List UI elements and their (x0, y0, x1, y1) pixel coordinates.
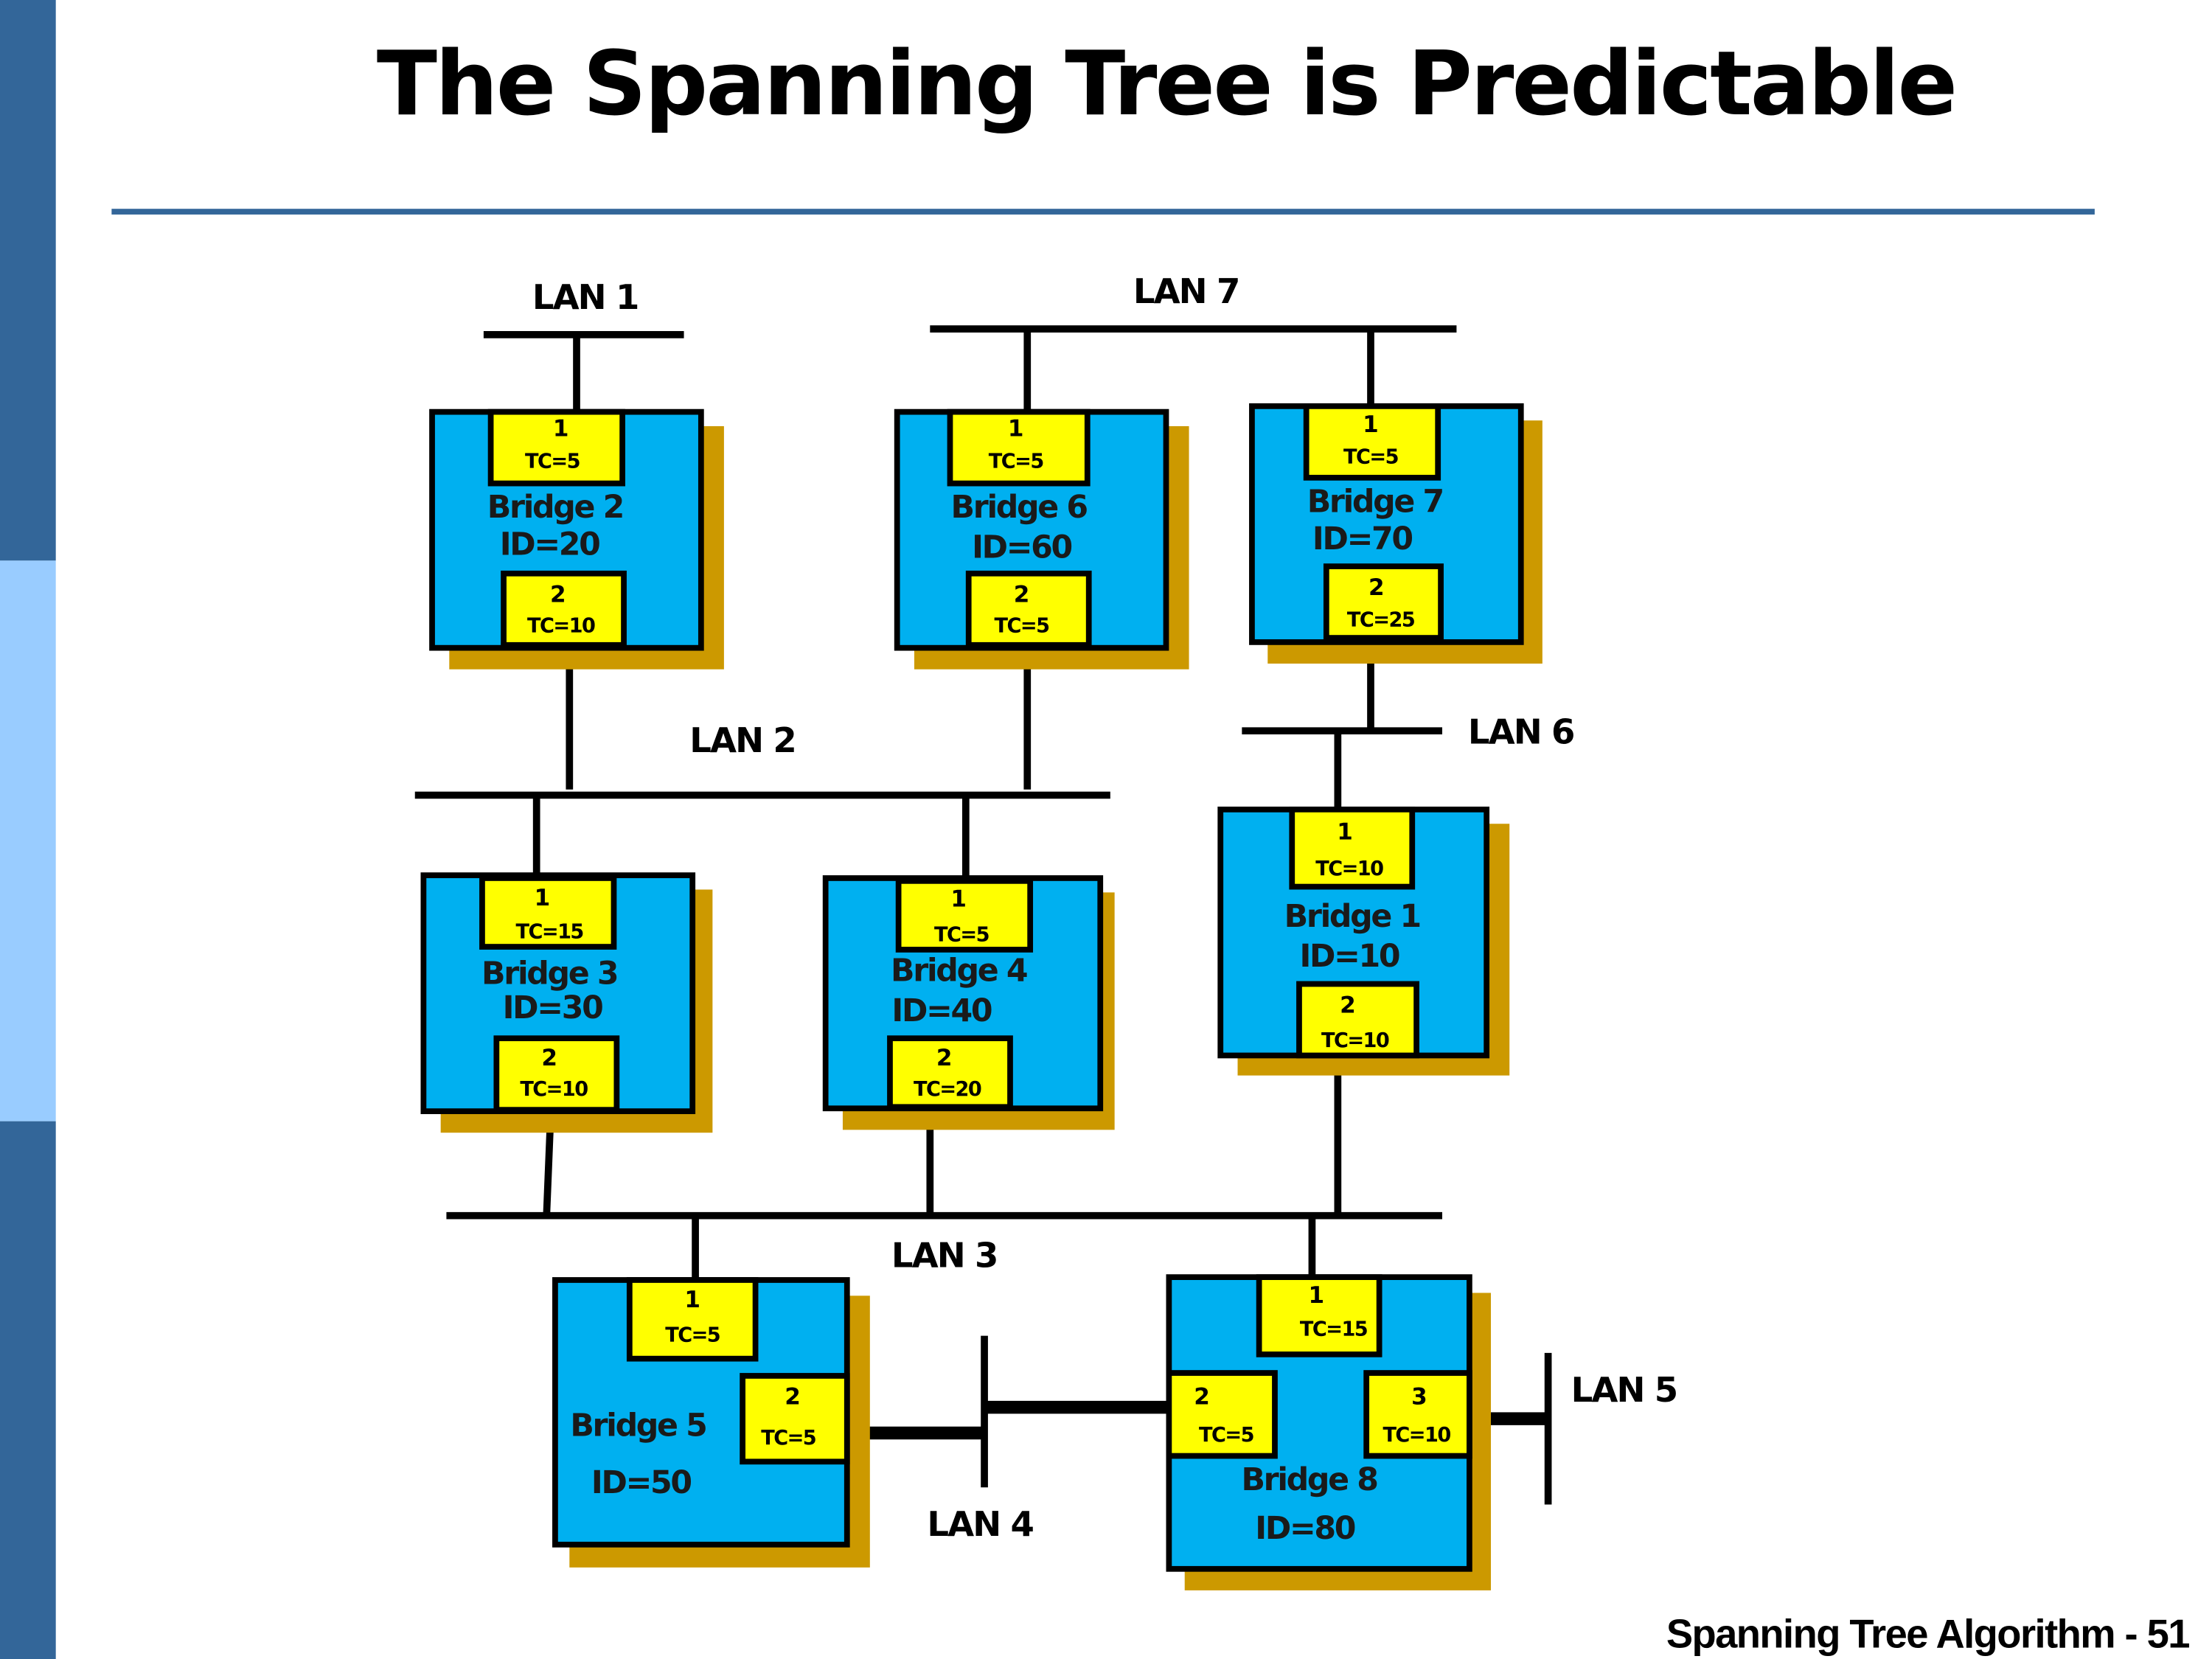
sidebar (0, 0, 56, 1659)
svg-text:TC=5: TC=5 (525, 450, 580, 473)
bridge-6-port-1[interactable] (947, 408, 1091, 487)
lan2-label: LAN 2 (689, 720, 796, 760)
bridge-5-id: ID=50 (591, 1464, 691, 1501)
svg-text:TC=5: TC=5 (1343, 445, 1398, 468)
svg-text:TC=5: TC=5 (934, 923, 989, 946)
svg-text:TC=5: TC=5 (989, 450, 1043, 473)
bridge-3-name: Bridge 3 (481, 955, 617, 992)
bridge-4-id: ID=40 (891, 992, 991, 1029)
bridge-6[interactable]: 1 TC=5 Bridge 6 ID=60 2 TC=5 (894, 408, 1189, 669)
bridge-2-id: ID=20 (500, 526, 599, 563)
svg-text:TC=5: TC=5 (1199, 1424, 1253, 1447)
svg-text:TC=10: TC=10 (527, 614, 595, 637)
bridge-7[interactable]: 1 TC=5 Bridge 7 ID=70 2 TC=25 (1249, 403, 1543, 664)
svg-text:TC=5: TC=5 (761, 1427, 815, 1450)
bridge-5-port-1[interactable] (626, 1277, 759, 1362)
lan7-label: LAN 7 (1133, 271, 1239, 311)
bridge-8[interactable]: 1 TC=15 2 TC=5 3 TC=10 Bridge 8 ID=80 (1166, 1274, 1491, 1590)
svg-text:3: 3 (1411, 1384, 1427, 1411)
svg-text:1: 1 (1008, 416, 1024, 442)
bridge-1-id: ID=10 (1299, 938, 1399, 975)
bridge-2-name: Bridge 2 (487, 489, 623, 526)
bridge-8-port-2[interactable] (1166, 1370, 1278, 1459)
sidebar-top-band (0, 0, 56, 561)
bridge-8-name: Bridge 8 (1241, 1461, 1377, 1498)
bridge-3[interactable]: 1 TC=15 Bridge 3 ID=30 2 TC=10 (420, 872, 713, 1133)
slide-footer: Spanning Tree Algorithm - 51 (1666, 1611, 2189, 1656)
svg-text:TC=10: TC=10 (1382, 1424, 1450, 1447)
svg-text:2: 2 (1194, 1384, 1210, 1411)
bridge-5[interactable]: 1 TC=5 2 TC=5 Bridge 5 ID=50 (552, 1277, 870, 1568)
bridge-6-id: ID=60 (972, 529, 1071, 566)
svg-text:1: 1 (553, 416, 569, 442)
lan1-label: LAN 1 (532, 277, 639, 317)
bridge-8-port-1[interactable] (1256, 1274, 1382, 1357)
bridge-7-id: ID=70 (1312, 521, 1412, 557)
bridge-1-name: Bridge 1 (1284, 898, 1420, 935)
svg-text:TC=15: TC=15 (1300, 1318, 1367, 1341)
lan4-label: LAN 4 (927, 1504, 1033, 1544)
svg-text:TC=15: TC=15 (516, 920, 583, 943)
svg-text:1: 1 (684, 1287, 700, 1313)
bridge-4-port-1[interactable] (895, 877, 1034, 953)
bridge-8-port-3[interactable] (1363, 1370, 1472, 1459)
bridge-2-port-2[interactable] (501, 570, 627, 648)
svg-text:2: 2 (936, 1045, 953, 1071)
svg-text:2: 2 (541, 1045, 557, 1071)
svg-text:2: 2 (550, 582, 566, 608)
bridge-7-name: Bridge 7 (1307, 483, 1443, 520)
slide-title: The Spanning Tree is Predictable (377, 32, 1955, 136)
svg-text:1: 1 (1363, 411, 1379, 438)
svg-text:1: 1 (950, 886, 967, 913)
svg-text:2: 2 (785, 1384, 801, 1411)
bridge-4[interactable]: 1 TC=5 Bridge 4 ID=40 2 TC=20 (822, 875, 1115, 1130)
svg-text:1: 1 (1308, 1282, 1324, 1309)
bridge-5-port-2[interactable] (740, 1373, 850, 1465)
bridge-8-id: ID=80 (1255, 1510, 1354, 1547)
svg-text:2: 2 (1340, 992, 1356, 1018)
bridge-3-id: ID=30 (503, 990, 602, 1026)
svg-text:TC=20: TC=20 (914, 1078, 981, 1101)
bridge-4-port-2[interactable] (887, 1035, 1013, 1110)
svg-text:TC=25: TC=25 (1347, 609, 1414, 632)
bridge-1[interactable]: 1 TC=10 Bridge 1 ID=10 2 TC=10 (1217, 806, 1510, 1076)
bridge-6-name: Bridge 6 (951, 489, 1088, 526)
lan6-label: LAN 6 (1468, 712, 1574, 752)
links (532, 329, 1548, 1440)
svg-text:TC=5: TC=5 (665, 1324, 720, 1346)
svg-text:TC=10: TC=10 (1315, 858, 1383, 880)
bridge-3-port-2[interactable] (493, 1035, 620, 1113)
bridge-7-port-2[interactable] (1323, 563, 1444, 641)
title-divider (111, 209, 2095, 215)
svg-text:2: 2 (1368, 574, 1385, 601)
bridge-3-port-1[interactable] (479, 875, 617, 950)
sidebar-middle-band (0, 560, 56, 1121)
sidebar-bottom-band (0, 1121, 56, 1659)
lan5-label: LAN 5 (1571, 1370, 1677, 1410)
bridge-2-port-1[interactable] (487, 408, 625, 487)
svg-text:1: 1 (1337, 819, 1353, 846)
bridge-4-name: Bridge 4 (891, 953, 1027, 990)
bridge-1-port-2[interactable] (1296, 981, 1419, 1059)
svg-text:TC=10: TC=10 (520, 1078, 588, 1101)
bridge-7-port-1[interactable] (1303, 403, 1441, 481)
svg-text:TC=10: TC=10 (1321, 1029, 1389, 1052)
svg-text:2: 2 (1014, 582, 1030, 608)
lan3-label: LAN 3 (891, 1236, 998, 1276)
bridge-2[interactable]: 1 TC=5 Bridge 2 ID=20 2 TC=10 (429, 408, 724, 669)
bridge-1-port-1[interactable] (1289, 806, 1416, 890)
svg-text:1: 1 (535, 885, 551, 911)
bridge-6-port-2[interactable] (965, 570, 1092, 648)
svg-text:TC=5: TC=5 (995, 614, 1049, 637)
bridge-5-name: Bridge 5 (570, 1407, 706, 1444)
